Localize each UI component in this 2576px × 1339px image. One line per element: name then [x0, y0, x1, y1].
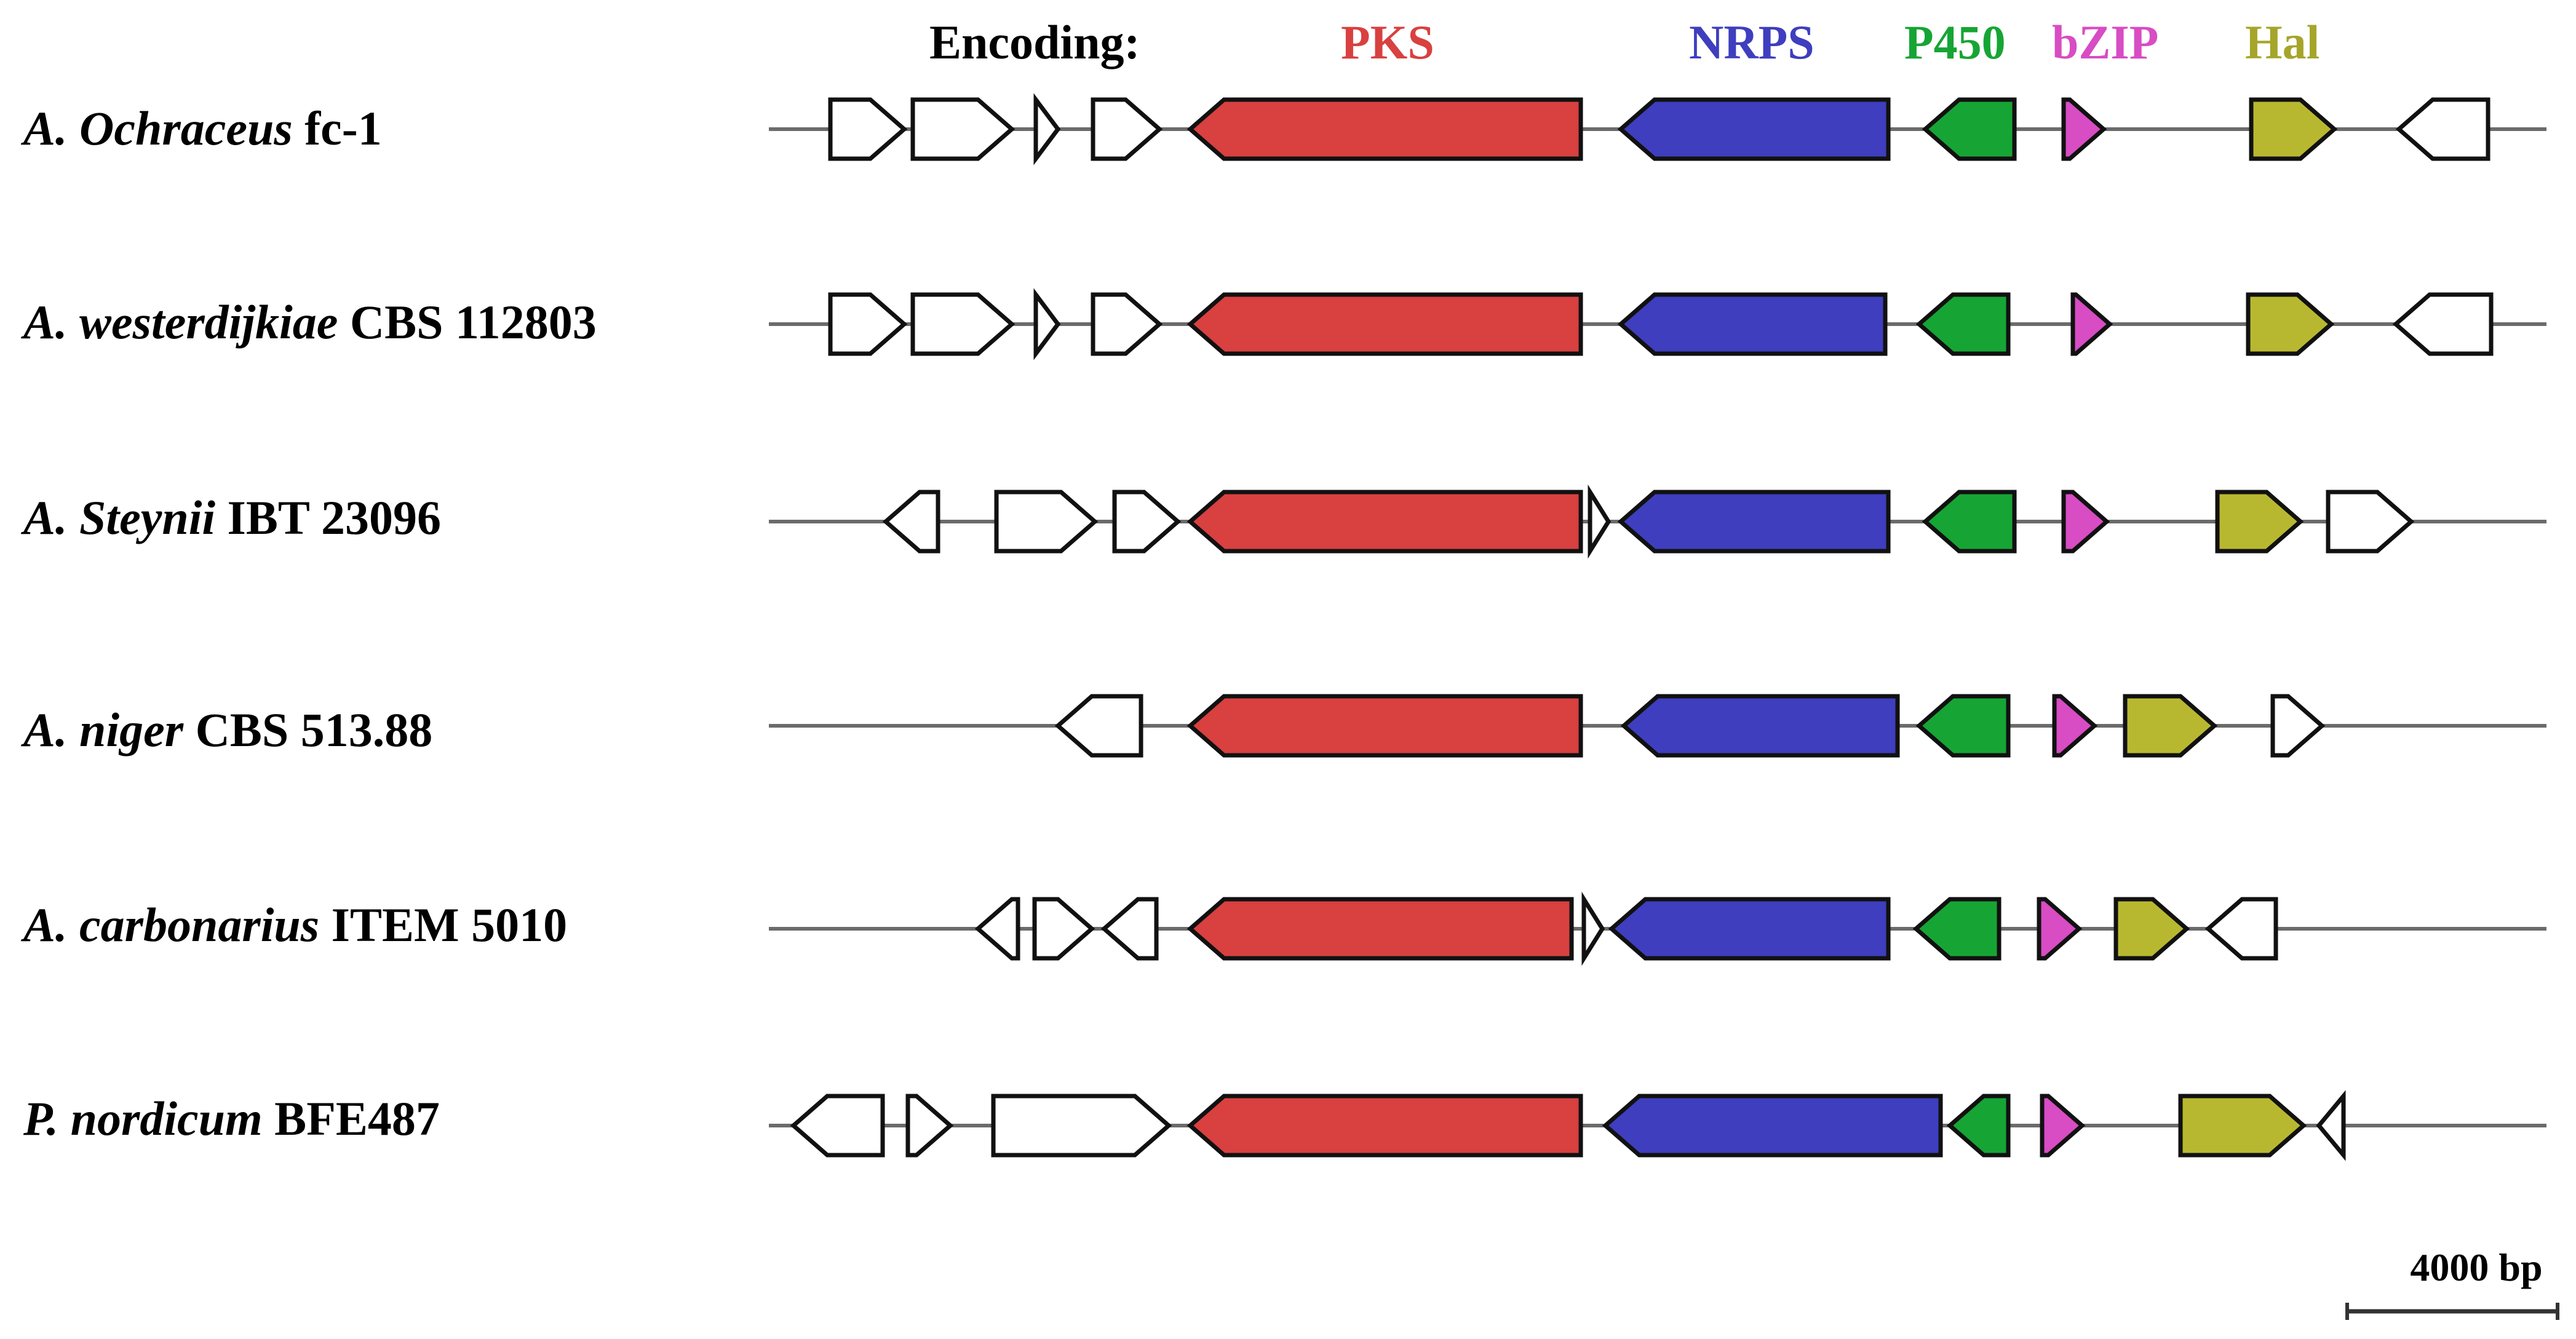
- cluster-tracks: [769, 93, 2546, 1161]
- gene-arrow-other: [1588, 484, 1612, 559]
- gene-arrow-nrps: [1602, 1094, 1943, 1158]
- gene-arrow-other: [1033, 288, 1061, 360]
- gene-arrow-other: [1054, 694, 1143, 758]
- gene-arrow-bzip: [2052, 694, 2098, 758]
- gene-arrow-hal: [2249, 97, 2338, 161]
- gene-arrow-hal: [2246, 292, 2335, 356]
- species-label: A. westerdijkiae CBS 112803: [20, 295, 597, 349]
- gene-arrow-other: [1100, 897, 1159, 961]
- cluster-track: [769, 891, 2546, 966]
- gene-arrow-bzip: [2061, 97, 2107, 161]
- species-label: P. nordicum BFE487: [23, 1092, 440, 1145]
- gene-arrow-other: [910, 97, 1016, 161]
- gene-arrow-pks: [1187, 97, 1583, 161]
- gene-arrow-hal: [2113, 897, 2190, 961]
- cluster-track: [769, 288, 2546, 360]
- species-labels: A. Ochraceus fc-1 A. westerdijkiae CBS 1…: [20, 101, 597, 1145]
- gene-arrow-other: [828, 97, 908, 161]
- cluster-track: [769, 484, 2546, 559]
- legend-item-pks: PKS: [1341, 15, 1434, 69]
- cluster-track: [769, 93, 2546, 165]
- gene-arrow-bzip: [2061, 490, 2110, 554]
- gene-arrow-hal: [2215, 490, 2304, 554]
- species-label: A. carbonarius ITEM 5010: [20, 898, 567, 952]
- cluster-track: [769, 1090, 2546, 1161]
- gene-arrow-other: [1112, 490, 1182, 554]
- gene-arrow-pks: [1187, 694, 1583, 758]
- gene-arrow-other: [1091, 97, 1163, 161]
- gene-arrow-pks: [1187, 490, 1583, 554]
- gene-arrow-hal: [2178, 1094, 2307, 1158]
- gene-arrow-other: [974, 897, 1020, 961]
- gene-arrow-other: [905, 1094, 954, 1158]
- legend-item-nrps: NRPS: [1689, 15, 1815, 69]
- cluster-track: [769, 694, 2546, 758]
- gene-arrow-p450: [1915, 292, 2011, 356]
- gene-arrow-pks: [1187, 897, 1574, 961]
- legend-item-hal: Hal: [2245, 15, 2320, 69]
- species-label: A. Steynii IBT 23096: [20, 491, 441, 544]
- gene-arrow-other: [2395, 97, 2491, 161]
- gene-arrow-p450: [1915, 694, 2011, 758]
- gene-arrow-other: [2204, 897, 2278, 961]
- gene-arrow-pks: [1187, 292, 1583, 356]
- gene-arrow-other: [1091, 292, 1163, 356]
- gene-arrow-nrps: [1617, 490, 1891, 554]
- species-label: A. Ochraceus fc-1: [20, 101, 382, 155]
- gene-arrow-other: [1581, 891, 1605, 966]
- gene-arrow-other: [1032, 897, 1095, 961]
- gene-arrow-nrps: [1617, 292, 1888, 356]
- gene-arrow-other: [2270, 694, 2326, 758]
- gene-arrow-bzip: [2040, 1094, 2086, 1158]
- legend: Encoding: PKS NRPS P450 bZIP Hal: [929, 15, 2320, 69]
- scale-bar-label: 4000 bp: [2410, 1246, 2542, 1289]
- gene-arrow-other: [2316, 1090, 2346, 1161]
- gene-arrow-other: [882, 490, 940, 554]
- gene-arrow-nrps: [1608, 897, 1891, 961]
- gene-arrow-p450: [1912, 897, 2002, 961]
- legend-item-p450: P450: [1904, 15, 2006, 69]
- gene-arrow-other: [2326, 490, 2415, 554]
- gene-arrow-other: [994, 490, 1099, 554]
- gene-arrow-other: [2392, 292, 2494, 356]
- gene-arrow-other: [991, 1094, 1172, 1158]
- gene-arrow-other: [1033, 93, 1061, 165]
- gene-arrow-bzip: [2037, 897, 2083, 961]
- gene-arrow-p450: [1922, 490, 2017, 554]
- species-label: A. niger CBS 513.88: [20, 703, 432, 757]
- gene-arrow-other: [828, 292, 908, 356]
- gene-arrow-other: [910, 292, 1016, 356]
- gene-arrow-other: [790, 1094, 885, 1158]
- gene-arrow-bzip: [2070, 292, 2113, 356]
- gene-arrow-p450: [1946, 1094, 2011, 1158]
- legend-title: Encoding:: [929, 15, 1140, 69]
- scale-bar: 4000 bp: [2345, 1246, 2559, 1320]
- gene-arrow-pks: [1187, 1094, 1583, 1158]
- legend-item-bzip: bZIP: [2052, 15, 2158, 69]
- gene-arrow-p450: [1922, 97, 2017, 161]
- gene-arrow-nrps: [1617, 97, 1891, 161]
- gene-arrow-nrps: [1620, 694, 1900, 758]
- gene-arrow-hal: [2123, 694, 2218, 758]
